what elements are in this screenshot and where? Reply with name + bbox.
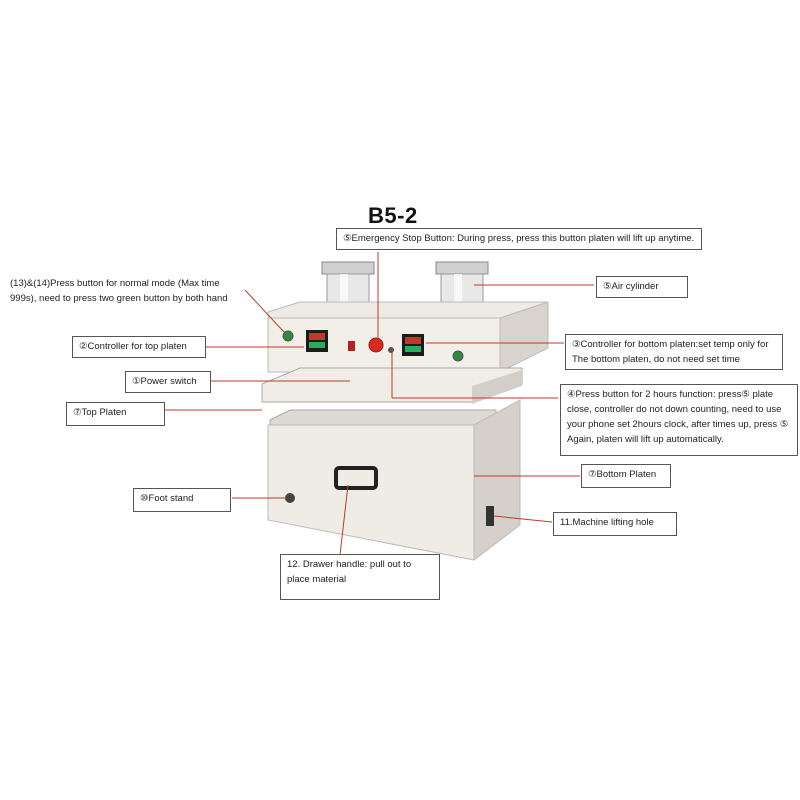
callout-press-button-normal: (13)&(14)Press button for normal mode (M… — [4, 274, 245, 316]
lifting-hole — [486, 506, 494, 526]
emergency-stop-button — [368, 337, 384, 353]
callout-controller-bottom: ③Controller for bottom platen:set temp o… — [565, 334, 783, 370]
foot — [285, 493, 295, 503]
callout-top-platen: ⑦Top Platen — [66, 402, 165, 426]
lower-body — [267, 424, 475, 561]
callout-bottom-platen: ⑦Bottom Platen — [581, 464, 671, 488]
callout-foot-stand: ⑩Foot stand — [133, 488, 231, 512]
diagram-title: B5-2 — [368, 203, 418, 228]
green-button-right — [452, 350, 464, 362]
top-housing-side — [499, 301, 549, 373]
lower-body-side — [473, 399, 521, 562]
top-housing-front — [267, 317, 501, 373]
drawer-handle — [334, 466, 378, 490]
callout-power-switch: ①Power switch — [125, 371, 211, 393]
power-switch — [348, 341, 355, 351]
green-button-left — [282, 330, 294, 342]
callout-emergency-stop: ⑤Emergency Stop Button: During press, pr… — [336, 228, 702, 250]
callout-press-button-2h: ④Press button for 2 hours function: pres… — [560, 384, 798, 456]
callout-air-cylinder: ⑤Air cylinder — [596, 276, 688, 298]
callout-controller-top: ②Controller for top platen — [72, 336, 206, 358]
callout-drawer-handle: 12. Drawer handle: pull out to place mat… — [280, 554, 440, 600]
callout-lifting-hole: 11.Machine lifting hole — [553, 512, 677, 536]
